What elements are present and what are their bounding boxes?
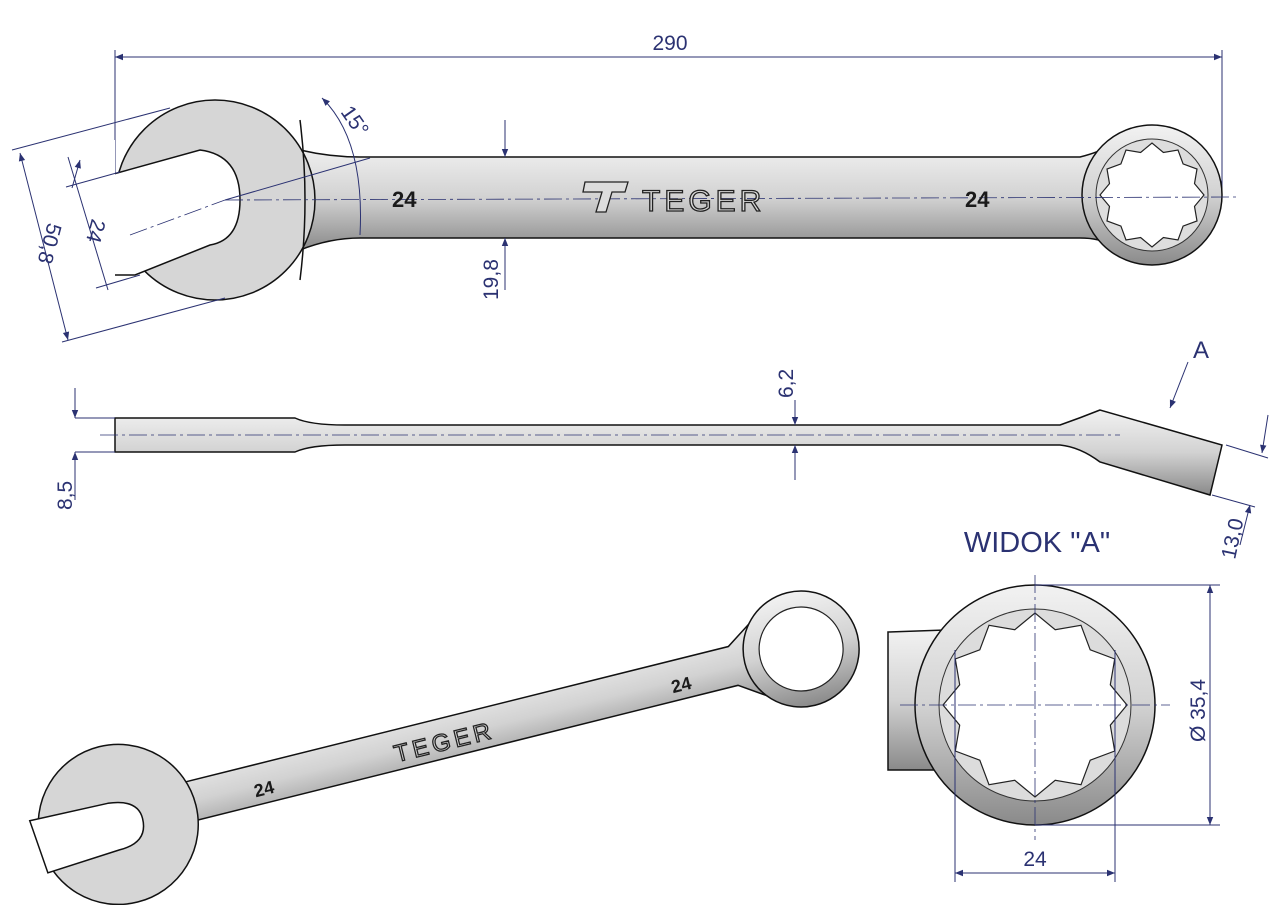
ring-diameter-label: Ø 35,4	[1187, 679, 1210, 742]
isometric-view: 24 24 TEGER	[28, 590, 860, 905]
twelve-point-socket	[1099, 142, 1205, 248]
size-mark-open-end: 24	[392, 187, 417, 212]
head-angle-label: 15°	[336, 102, 373, 141]
view-a: WIDOK "A" Ø 35,4 24	[887, 527, 1220, 882]
top-view: 290 24 24 TEGER 15° 19,8	[11, 32, 1241, 343]
iso-size-mark-ring-end: 24	[669, 673, 693, 697]
open-end-thickness-label: 8,5	[54, 481, 77, 510]
view-arrow-label: A	[1193, 337, 1209, 364]
shank-thickness-label: 6,2	[775, 369, 798, 398]
side-view: 8,5 6,2 A 13,0	[54, 337, 1269, 561]
iso-size-mark-open-end: 24	[252, 777, 276, 801]
brand-logo: TEGER	[582, 181, 765, 219]
size-mark-ring-end: 24	[965, 187, 990, 212]
overall-length-label: 290	[652, 32, 687, 55]
shank-width-label: 19,8	[480, 259, 503, 300]
view-title: WIDOK "A"	[964, 527, 1110, 559]
ring-across-flats-label: 24	[1023, 848, 1047, 871]
wrench-side-profile	[114, 409, 1223, 496]
view-a-arrow	[1169, 361, 1189, 409]
svg-text:TEGER: TEGER	[642, 185, 765, 218]
ring-thickness-label: 13,0	[1217, 516, 1248, 561]
ring-end-head	[1081, 124, 1223, 266]
open-end-head	[60, 99, 316, 301]
